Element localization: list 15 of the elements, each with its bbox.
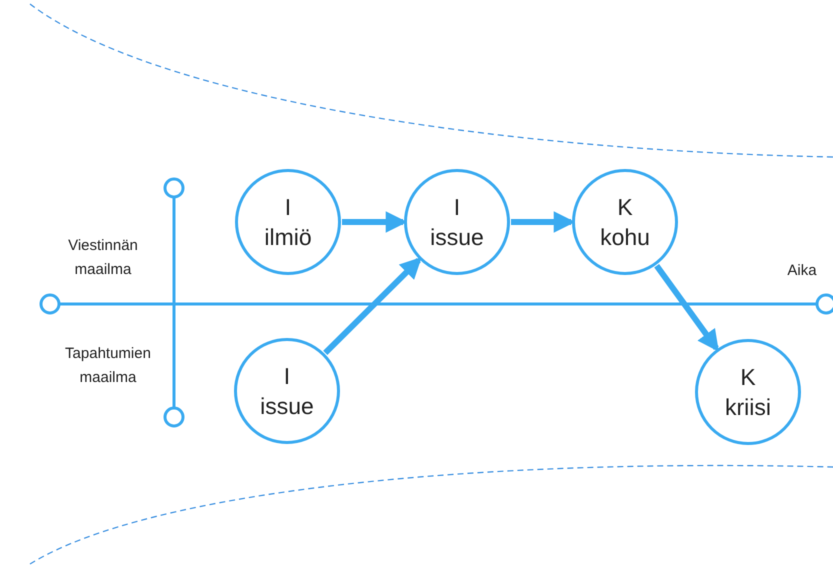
stage-letter: I [284,362,290,391]
arrow [654,264,719,352]
stage-letter: K [740,363,756,392]
world-label: Tapahtumien maailma [64,344,152,388]
world-label: Viestinnän maailma [67,236,139,280]
stage-letter: K [617,193,633,222]
stage-name: issue [430,223,484,252]
stage-name: kohu [600,223,650,252]
stage-name: kriisi [725,393,771,422]
axis-label: Aika [786,261,818,281]
stage-name: issue [260,392,314,421]
stage-letter: I [454,193,460,222]
arrow [323,257,422,356]
stage-name: ilmiö [264,223,312,252]
stage-letter: I [284,193,292,222]
